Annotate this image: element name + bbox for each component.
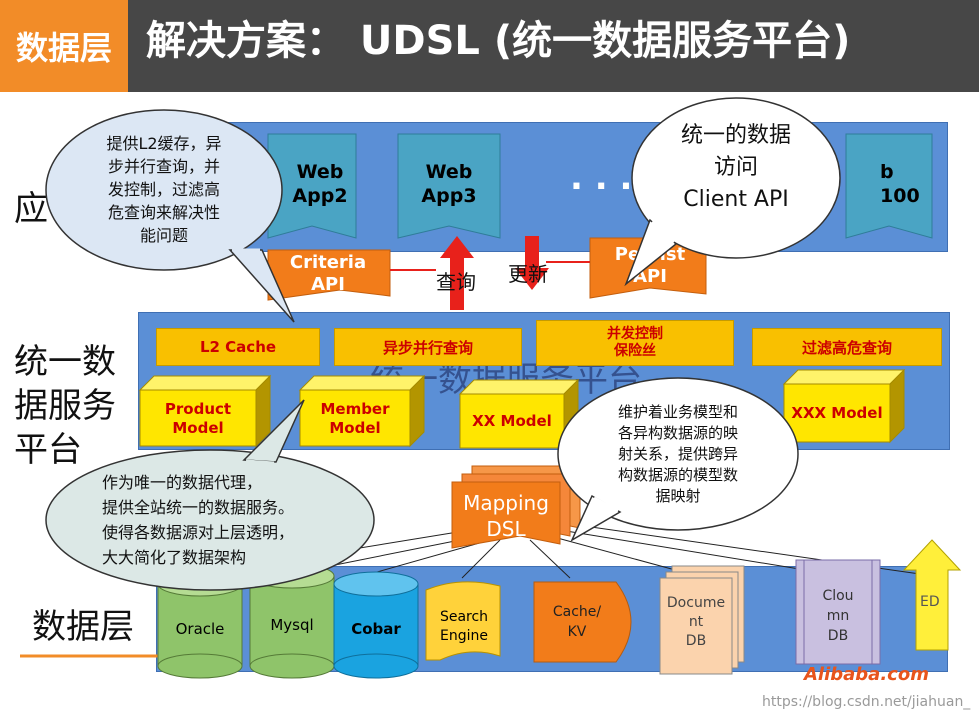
source-cache-kv: Cache/ KV (552, 604, 602, 640)
api-boxes (267, 236, 707, 310)
cache-kv-shape (533, 581, 632, 663)
document-db-stack (659, 565, 745, 675)
cube-member (298, 374, 426, 448)
app-layer-label: 应 (14, 189, 48, 229)
cube-xxx (782, 368, 906, 444)
ed-arrow-up (902, 539, 962, 651)
app-label-2: Web App2 (292, 161, 348, 207)
query-arrow-up (440, 236, 474, 310)
callout-mapping-text: 维护着业务模型和 各异构数据源的映 射关系，提供跨异 构数据源的模型数 据映射 (617, 403, 738, 505)
callout-proxy-shape (45, 399, 375, 591)
source-document-db: Docume nt DB (666, 595, 726, 649)
source-cobar: Cobar (351, 620, 401, 638)
cylinder-cobar (333, 571, 419, 679)
callout-l2-shape (45, 109, 295, 323)
page-title: 解决方案： UDSL (统一数据服务平台) (146, 18, 851, 64)
header-bar (0, 0, 979, 92)
callout-proxy-text: 作为唯一的数据代理， 提供全站统一的数据服务。 使得各数据源对上层透明， 大大简… (102, 473, 295, 567)
search-engine-shape (425, 581, 501, 661)
module-concurrency: 并发控制 保险丝 (536, 320, 734, 366)
model-product: Product Model (164, 400, 232, 437)
module-l2-cache: L2 Cache (156, 328, 320, 366)
source-search-engine: Search Engine (439, 609, 489, 644)
mapping-dsl-label: Mapping DSL (463, 491, 549, 541)
module-filter-risky: 过滤高危查询 (752, 328, 942, 366)
callout-client-text: 统一的数据 访问 Client API (680, 123, 791, 212)
column-db-shape (795, 559, 881, 665)
app-tile-100 (845, 133, 933, 239)
criteria-api-label: Criteria API (289, 252, 367, 295)
data-layer-label: 数据层 (32, 607, 134, 647)
model-xx: XX Model (472, 412, 552, 430)
app-tile-3 (397, 133, 501, 239)
source-oracle: Oracle (175, 620, 225, 638)
callout-mapping-shape (557, 377, 799, 542)
app-label-100: b 100 (880, 161, 920, 207)
update-arrow-down (515, 236, 549, 290)
mapping-dsl-stack (451, 465, 581, 549)
alibaba-logo: Alibaba.com (804, 664, 929, 685)
source-ed: ED (920, 594, 940, 610)
callout-l2-text: 提供L2缓存，异 步并行查询，并 发控制，过滤高 危查询来解决性 能问题 (106, 134, 222, 245)
app-tiles (267, 133, 933, 239)
model-member: Member Model (320, 400, 390, 437)
model-cubes (138, 368, 906, 450)
watermark: https://blog.csdn.net/jiahuan_ (762, 694, 971, 710)
app-label-3: Web App3 (421, 161, 477, 207)
update-label: 更新 (508, 262, 548, 286)
alibaba-logo-text: Alibaba.com (804, 664, 929, 685)
module-async-query: 异步并行查询 (334, 328, 522, 366)
query-label: 查询 (436, 270, 476, 294)
layer-tag: 数据层 (0, 0, 128, 92)
source-mysql: Mysql (270, 616, 314, 634)
platform-label: 统一数 据服务 平台 (14, 342, 116, 470)
source-column-db: Clou mn DB (822, 588, 854, 644)
cube-product (138, 374, 272, 448)
callout-client-shape (624, 97, 841, 287)
model-xxx: XXX Model (791, 404, 883, 422)
